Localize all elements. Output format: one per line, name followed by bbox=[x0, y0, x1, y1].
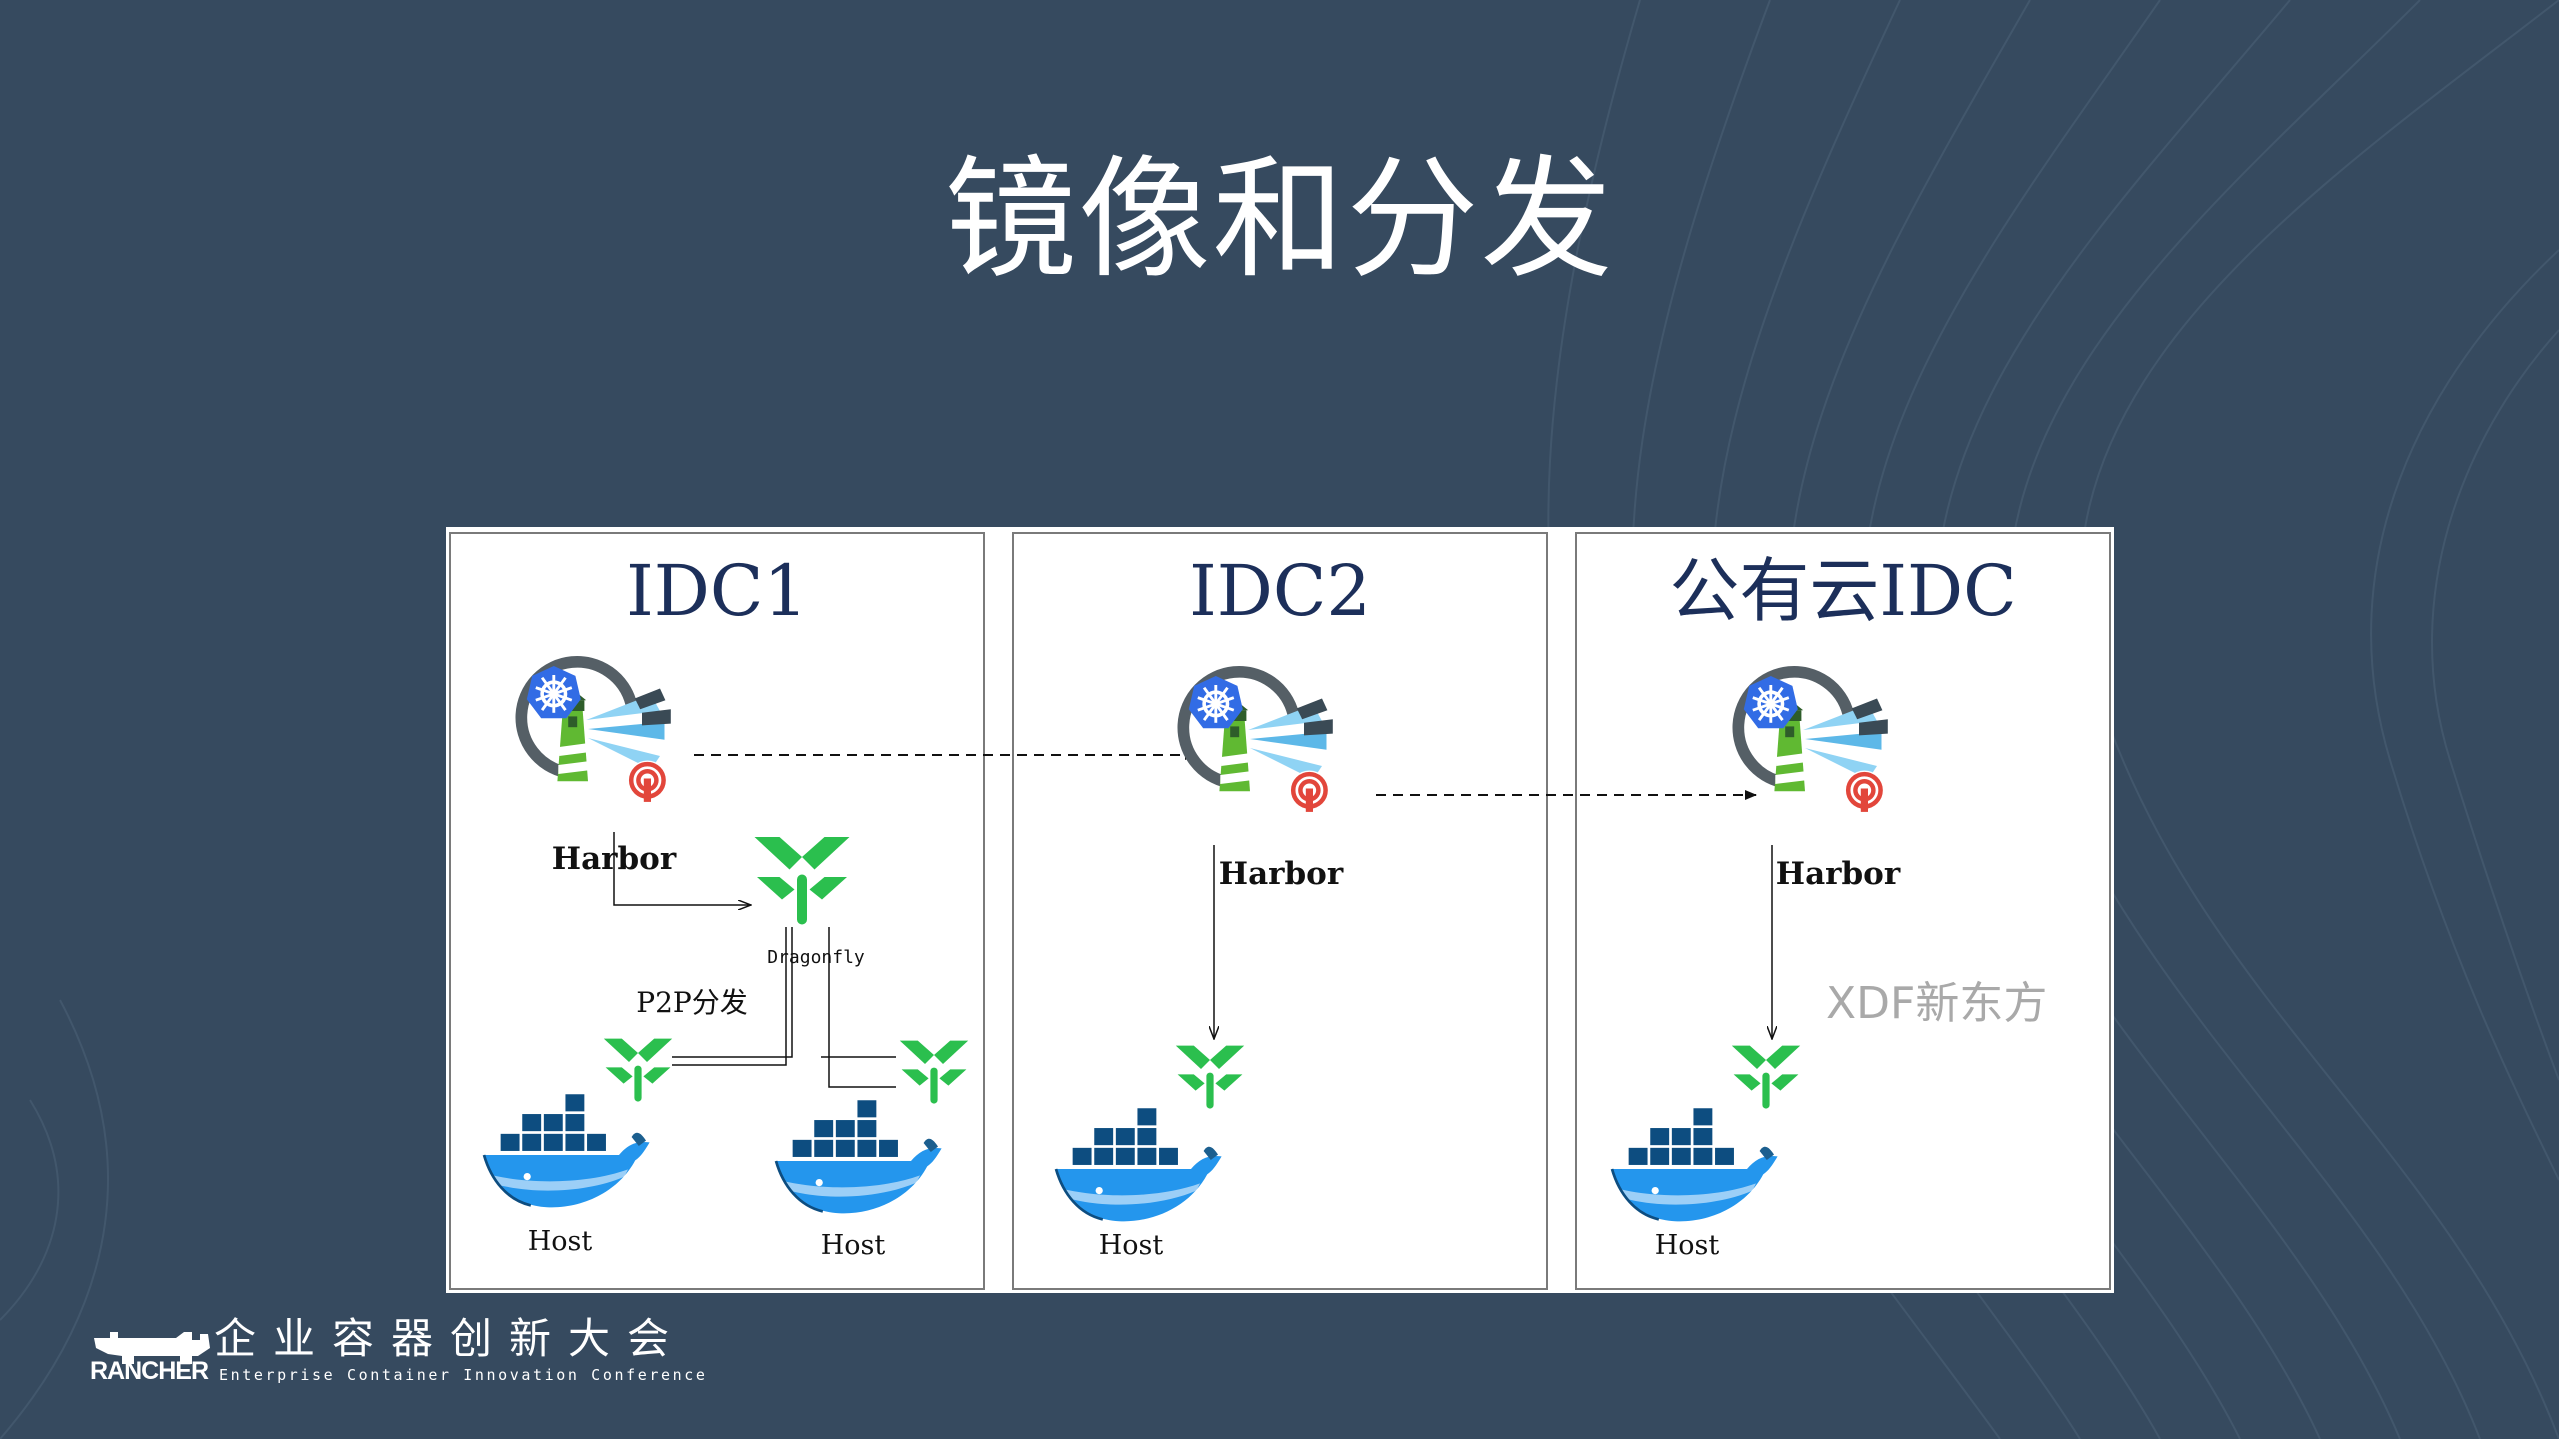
p2p-link-host2 bbox=[828, 927, 896, 1088]
xdf-watermark: XDF新东方 bbox=[1826, 978, 2047, 1029]
panel-title-idc2: IDC2 bbox=[1189, 550, 1371, 632]
harbor-label-public: Harbor bbox=[1776, 856, 1901, 892]
dragonfly-label: Dragonfly bbox=[767, 947, 865, 968]
host-label-idc1-2: Host bbox=[821, 1230, 886, 1261]
conference-title-cn: 企业容器创新大会 bbox=[214, 1314, 687, 1363]
rancher-cow-icon bbox=[94, 1332, 210, 1364]
rancher-brand: RANCHER bbox=[90, 1357, 209, 1385]
host-label-idc1-1: Host bbox=[528, 1226, 593, 1257]
p2p-link-host1b bbox=[672, 927, 787, 1066]
slide-title: 镜像和分发 bbox=[944, 143, 1615, 297]
host-label-idc2: Host bbox=[1099, 1230, 1164, 1261]
distribution-diagram: IDC1 IDC2 公有云IDC Harbor Dragonfly P2P分发 … bbox=[446, 527, 2114, 1293]
p2p-link-host1 bbox=[672, 927, 793, 1058]
harbor-label-idc2: Harbor bbox=[1219, 856, 1344, 892]
conference-title-en: Enterprise Container Innovation Conferen… bbox=[219, 1366, 708, 1384]
harbor-to-dragonfly-arrow bbox=[613, 832, 751, 905]
p2p-label: P2P分发 bbox=[636, 986, 748, 1019]
panel-title-public-cloud: 公有云IDC bbox=[1669, 550, 2016, 632]
host-label-public: Host bbox=[1655, 1230, 1720, 1261]
panel-title-idc1: IDC1 bbox=[626, 550, 808, 632]
